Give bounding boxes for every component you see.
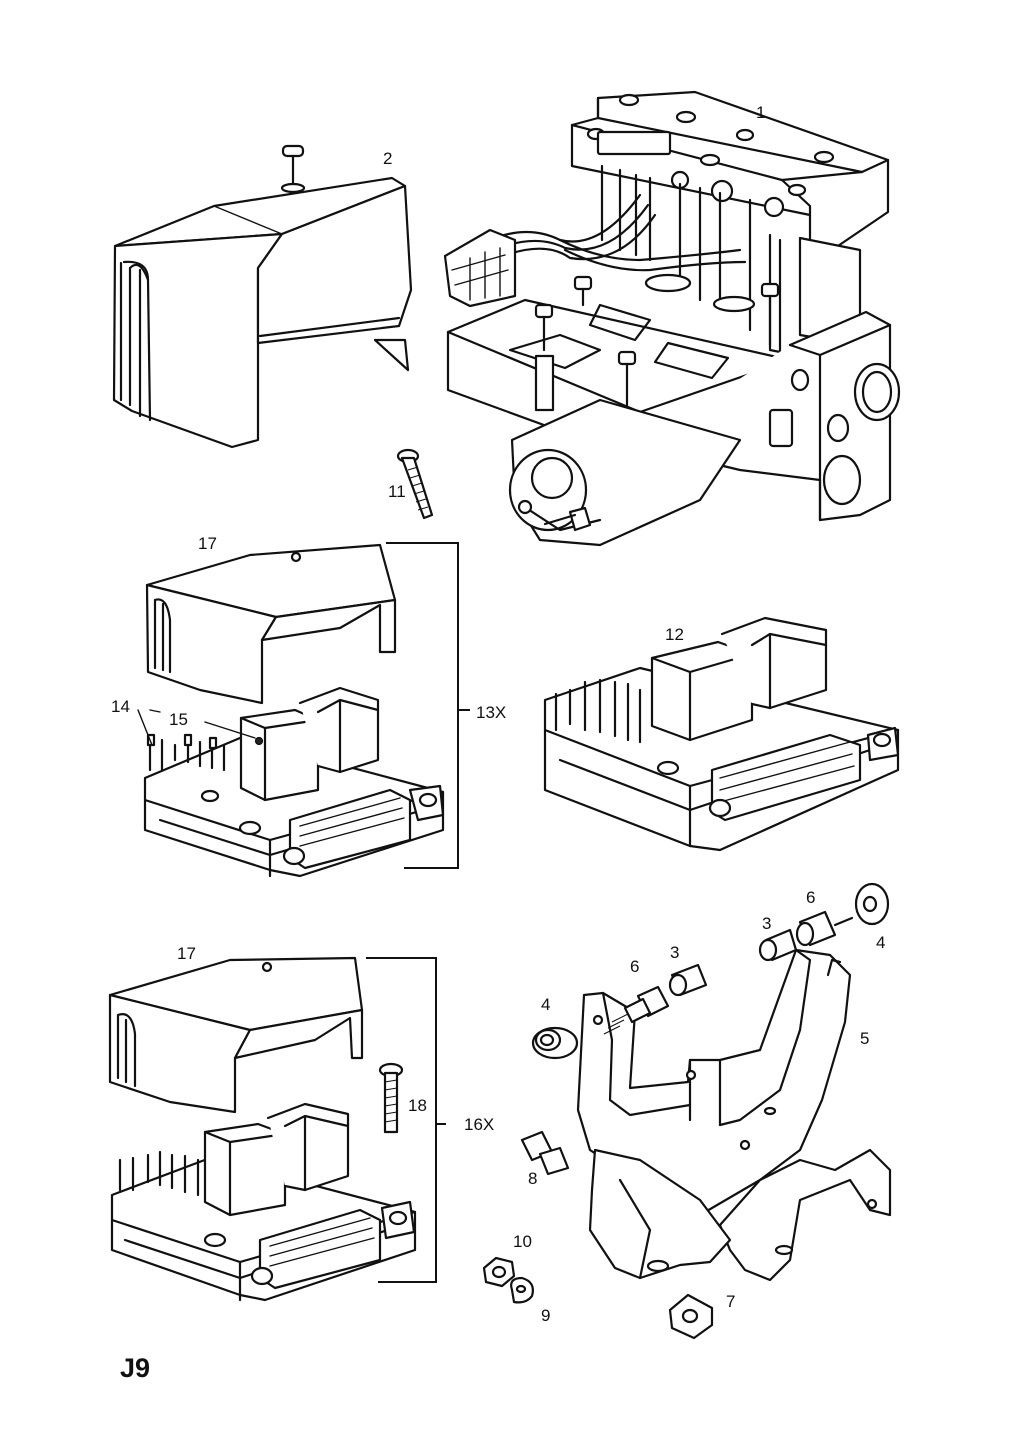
part-5-mounting-bracket bbox=[576, 948, 892, 1282]
part-12-control-module bbox=[543, 616, 900, 852]
callout-11: 11 bbox=[388, 482, 406, 501]
part-18-screw bbox=[378, 1062, 404, 1134]
callout-6-left: 6 bbox=[630, 957, 639, 976]
part-3-bush-right bbox=[758, 928, 798, 962]
callout-15: 15 bbox=[169, 710, 188, 729]
part-9-washer bbox=[510, 1276, 534, 1304]
part-6-mount-right bbox=[795, 910, 854, 947]
callout-16x: 16X bbox=[464, 1115, 494, 1134]
leader-14 bbox=[137, 709, 153, 746]
part-6-mount-left bbox=[603, 985, 670, 1035]
part-17-cover-lower bbox=[108, 956, 364, 1114]
part-4-grommet-left bbox=[531, 1026, 579, 1060]
part-2-cover bbox=[112, 144, 413, 449]
callout-7: 7 bbox=[726, 1292, 735, 1311]
callout-4-right: 4 bbox=[876, 933, 885, 952]
callout-13x: 13X bbox=[476, 703, 506, 722]
callout-4-left: 4 bbox=[541, 995, 550, 1014]
part-1-hydraulic-unit bbox=[443, 90, 901, 547]
bracket-16x bbox=[366, 957, 446, 1283]
part-17-cover-upper bbox=[145, 543, 397, 705]
callout-18: 18 bbox=[408, 1096, 427, 1115]
page-label: J9 bbox=[120, 1353, 150, 1383]
callout-2: 2 bbox=[383, 149, 392, 168]
part-10-nut bbox=[482, 1256, 516, 1288]
callout-3-right: 3 bbox=[762, 914, 771, 933]
leader-15 bbox=[149, 709, 256, 739]
callout-1: 1 bbox=[756, 103, 765, 122]
callout-10: 10 bbox=[513, 1232, 532, 1251]
callout-9: 9 bbox=[541, 1306, 550, 1325]
part-3-bush-left bbox=[668, 963, 708, 997]
callout-17-upper: 17 bbox=[198, 534, 217, 553]
callout-17-lower: 17 bbox=[177, 944, 196, 963]
part-7-clip bbox=[668, 1293, 714, 1340]
callout-8: 8 bbox=[528, 1169, 537, 1188]
callout-12: 12 bbox=[665, 625, 684, 644]
module-16x-assembly bbox=[110, 1102, 417, 1302]
callout-5: 5 bbox=[860, 1029, 869, 1048]
part-8-bolt bbox=[520, 1130, 570, 1176]
part-11-screw bbox=[396, 448, 434, 520]
part-4-grommet-right bbox=[854, 882, 890, 926]
module-13x-assembly bbox=[143, 686, 445, 878]
callout-6-right: 6 bbox=[806, 888, 815, 907]
callout-3-left: 3 bbox=[670, 943, 679, 962]
bracket-13x bbox=[386, 542, 470, 869]
callout-14: 14 bbox=[111, 697, 130, 716]
